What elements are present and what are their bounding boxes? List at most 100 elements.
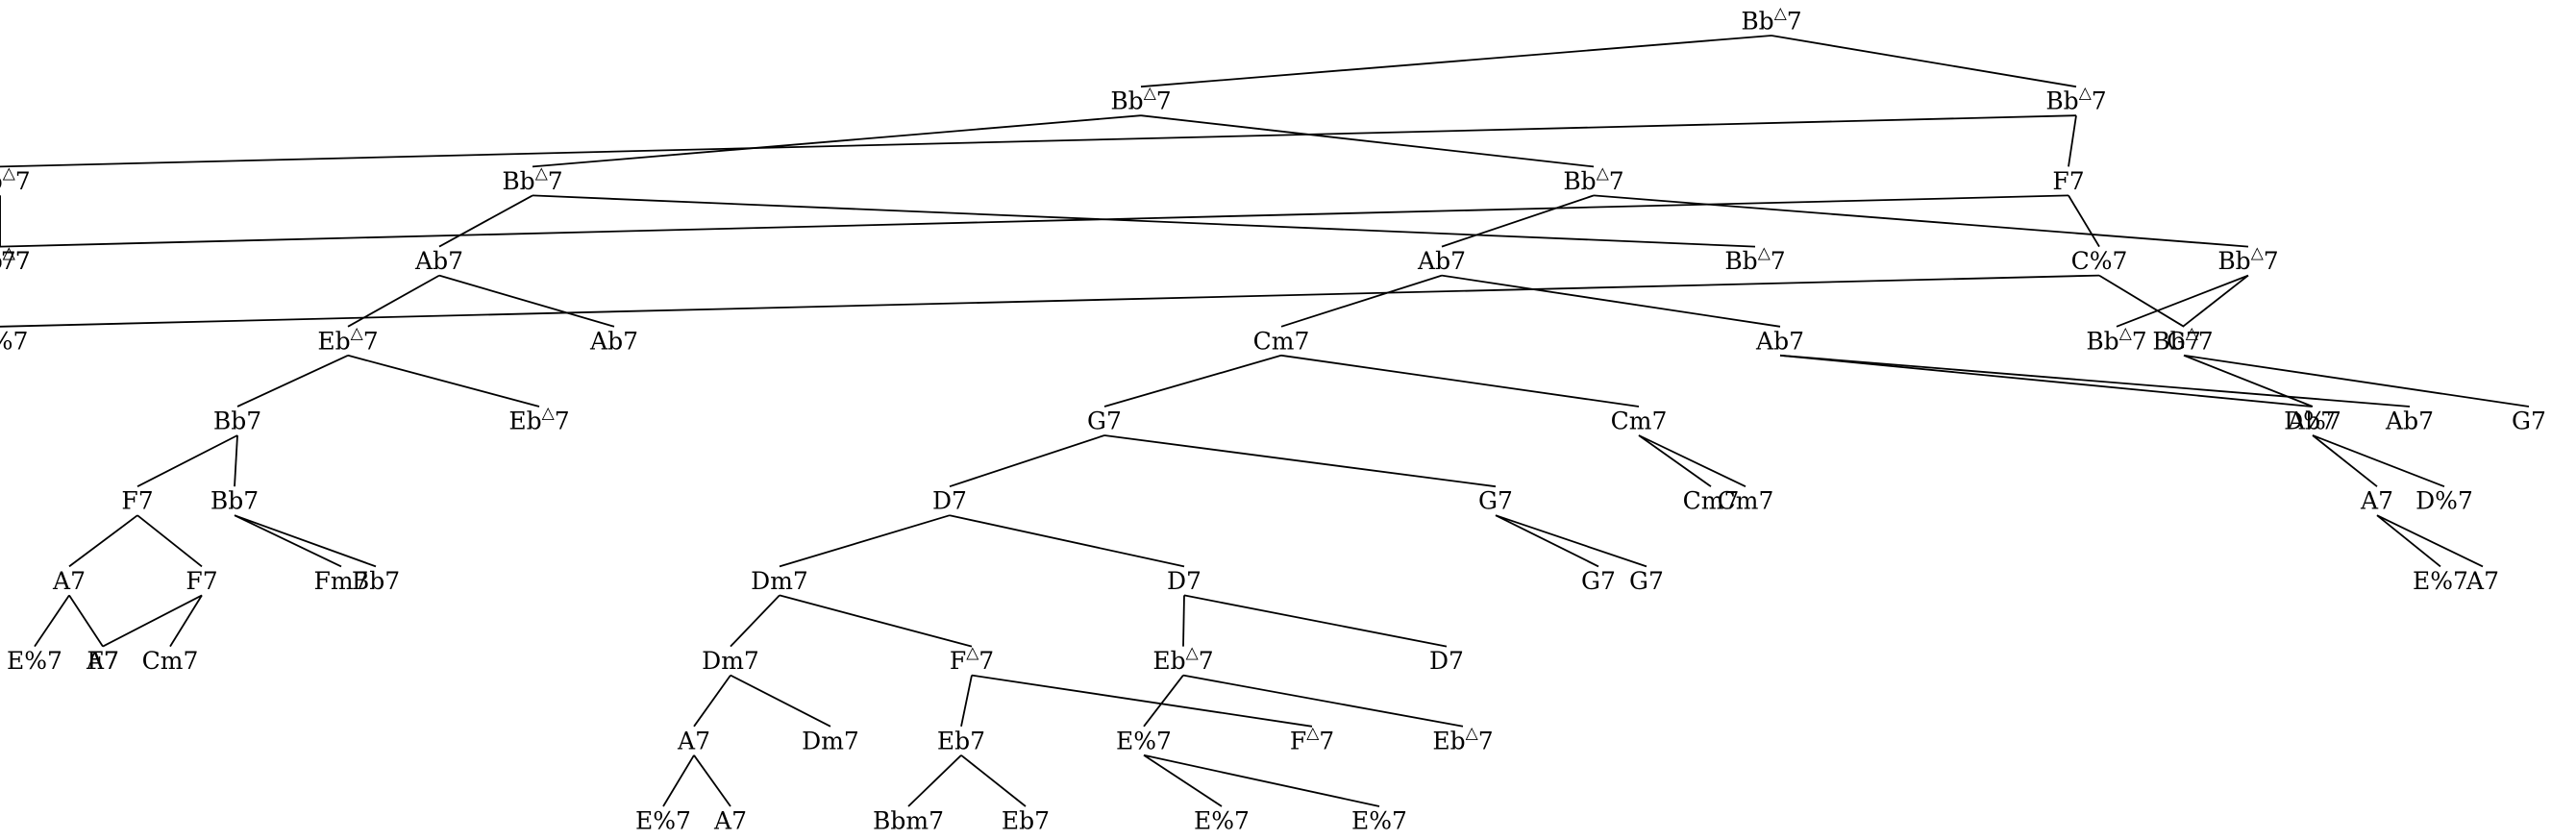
chord-node-label: Dm7 [802, 727, 859, 754]
tree-edge [169, 594, 203, 648]
tree-edges [0, 35, 2530, 807]
chord-node-label: F△​7 [1290, 724, 1334, 755]
chord-node-label: D7 [1429, 647, 1464, 675]
chord-node-label: Cm7 [1253, 327, 1310, 355]
chord-node-label: Bb△​7 [2217, 244, 2278, 276]
tree-edge [1638, 434, 1712, 487]
tree-edge [1183, 594, 1448, 648]
tree-edge [2182, 274, 2249, 328]
chord-node-label: Bb7 [213, 408, 261, 435]
chord-node-label: A7 [86, 647, 119, 675]
chord-node-label: C%7 [0, 327, 28, 355]
chord-node-label: Eb△​7 [508, 404, 569, 435]
chord-node-label: Ab7 [2385, 408, 2434, 435]
tree-edge [136, 514, 203, 568]
tree-edge [236, 354, 349, 408]
tree-edge [730, 594, 780, 648]
chord-node-label: Ab7 [414, 247, 463, 275]
chord-node-label: Eb△​7 [1152, 644, 1213, 676]
chord-node-label: G7 [1087, 408, 1122, 435]
tree-edge [693, 675, 731, 728]
chord-node-label: Bb7 [352, 567, 400, 595]
tree-edge [234, 514, 377, 568]
chord-node-label: D%7 [2415, 487, 2473, 515]
tree-edge [730, 674, 831, 728]
tree-edge [1779, 354, 2411, 408]
tree-edge [234, 514, 342, 568]
chord-node-label: Ab7 [1417, 247, 1466, 275]
chord-node-label: E%7 [1194, 807, 1250, 835]
chord-node-label: Bb△​7 [1724, 244, 1785, 276]
tree-edge [347, 354, 540, 408]
tree-edge [1103, 354, 1282, 408]
chord-node-label: Bb△​7 [0, 163, 31, 195]
tree-edge [960, 675, 973, 727]
tree-edge [779, 514, 951, 568]
tree-edge [960, 754, 1027, 807]
chord-node-label: Bb△​7 [502, 163, 562, 195]
tree-edge [438, 274, 615, 328]
tree-edge [1771, 35, 2077, 88]
tree-edge [0, 194, 2069, 248]
tree-edge [532, 114, 1142, 168]
tree-edge [1495, 514, 1599, 568]
chord-node-label: Bb7 [211, 487, 259, 515]
chord-node-label: Cm7 [1611, 408, 1668, 435]
tree-edge [2183, 354, 2314, 408]
chord-node-label: Bb△​7 [2045, 84, 2106, 115]
chord-node-label: F7 [186, 567, 217, 595]
chord-node-label: Bb△​7 [2152, 324, 2213, 356]
tree-edge [949, 434, 1105, 488]
chord-node-label: E%7 [1351, 807, 1407, 835]
tree-edge [2116, 274, 2249, 328]
tree-edge [2068, 115, 2077, 167]
chord-node-label: G7 [1629, 567, 1664, 595]
tree-labels: Bb△​7Bb△​7Bb△​7Ab7Eb△​7Bb7F7A7E%7A7F7Cm7… [0, 4, 2546, 835]
tree-edge [1593, 194, 2249, 248]
tree-edge [1441, 274, 1781, 328]
chord-node-label: G7 [2512, 408, 2546, 435]
chord-node-label: Cm7 [1683, 487, 1740, 515]
chord-node-label: A7 [713, 807, 747, 835]
tree-edge [1103, 434, 1497, 488]
tree-edge [1143, 754, 1223, 807]
chord-node-label: Eb△​7 [317, 324, 378, 356]
chord-node-label: Bbm7 [873, 807, 944, 835]
chord-node-label: D7 [1167, 567, 1201, 595]
chord-node-label: F△​7 [950, 644, 994, 676]
chord-node-label: F7 [87, 647, 118, 675]
chord-node-label: Eb7 [937, 727, 985, 754]
tree-edge [1441, 194, 1595, 248]
chord-node-label: Bb△​7 [1110, 84, 1171, 115]
chord-node-label: D7 [932, 487, 967, 515]
chord-node-label: Ab7 [2287, 408, 2336, 435]
tree-edge [1495, 514, 1647, 568]
chord-node-label: C%7 [2071, 247, 2128, 275]
chord-node-label: A7 [52, 567, 86, 595]
tree-edge [971, 674, 1313, 728]
chord-node-label: E%7 [2413, 567, 2468, 595]
tree-edge [2312, 434, 2445, 488]
chord-node-label: G7 [1478, 487, 1513, 515]
tree-edge [1143, 754, 1380, 807]
tree-edge [234, 434, 238, 487]
tree-edge [102, 594, 203, 648]
tree-edge [1779, 354, 2313, 408]
tree-edge [2183, 354, 2530, 408]
chord-node-label: Dm7 [702, 647, 759, 675]
tree-edge [1140, 35, 1772, 88]
chord-node-label: Eb△​7 [1432, 724, 1493, 755]
tree-edge [2068, 194, 2100, 248]
tree-edge [0, 274, 2100, 328]
tree-edge [34, 594, 70, 648]
chord-node-label: F7 [121, 487, 153, 515]
chord-node-label: Bb△​7 [0, 244, 31, 276]
tree-edge [0, 114, 2077, 168]
chord-node-label: E%7 [1116, 727, 1172, 754]
chord-node-label: Ab7 [589, 327, 638, 355]
chord-node-label: F7 [0, 247, 16, 275]
chord-node-label: G7 [1581, 567, 1616, 595]
tree-edge [1140, 114, 1595, 168]
